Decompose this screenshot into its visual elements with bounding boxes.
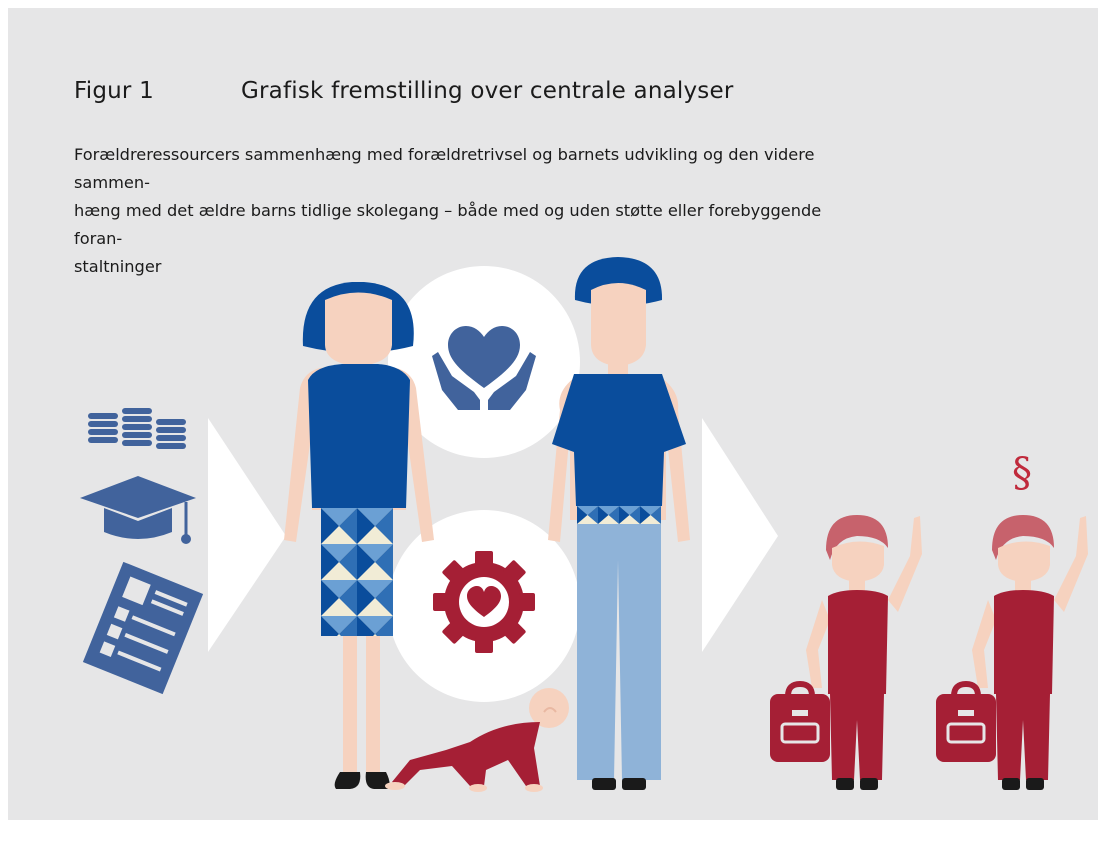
hands-heart-icon xyxy=(432,326,536,410)
child-figure-1 xyxy=(806,515,922,790)
paragraph-icon: § xyxy=(1012,450,1032,496)
graduation-cap-icon xyxy=(80,476,196,544)
description-line-2: hæng med det ældre barns tidlige skolega… xyxy=(74,201,822,248)
baby-figure xyxy=(385,688,569,792)
father-figure xyxy=(548,257,690,790)
gear-heart-icon xyxy=(433,551,535,653)
backpack-icon xyxy=(770,680,830,762)
mother-figure xyxy=(284,282,434,789)
figure-label: Figur 1 xyxy=(74,78,154,104)
coins-icon xyxy=(88,408,186,449)
description-line-1: Forældreressourcers sammenhæng med foræl… xyxy=(74,145,815,192)
arrow-left xyxy=(208,418,286,652)
arrow-right xyxy=(702,418,778,652)
description-line-3: staltninger xyxy=(74,257,162,276)
child-figure-2 xyxy=(972,515,1088,790)
figure-title: Grafisk fremstilling over centrale analy… xyxy=(241,78,734,104)
document-checklist-icon xyxy=(82,561,204,695)
figure-description: Forældreressourcers sammenhæng med foræl… xyxy=(74,141,874,281)
backpack-icon xyxy=(936,680,996,762)
figure-panel: Figur 1 Grafisk fremstilling over centra… xyxy=(8,8,1098,820)
